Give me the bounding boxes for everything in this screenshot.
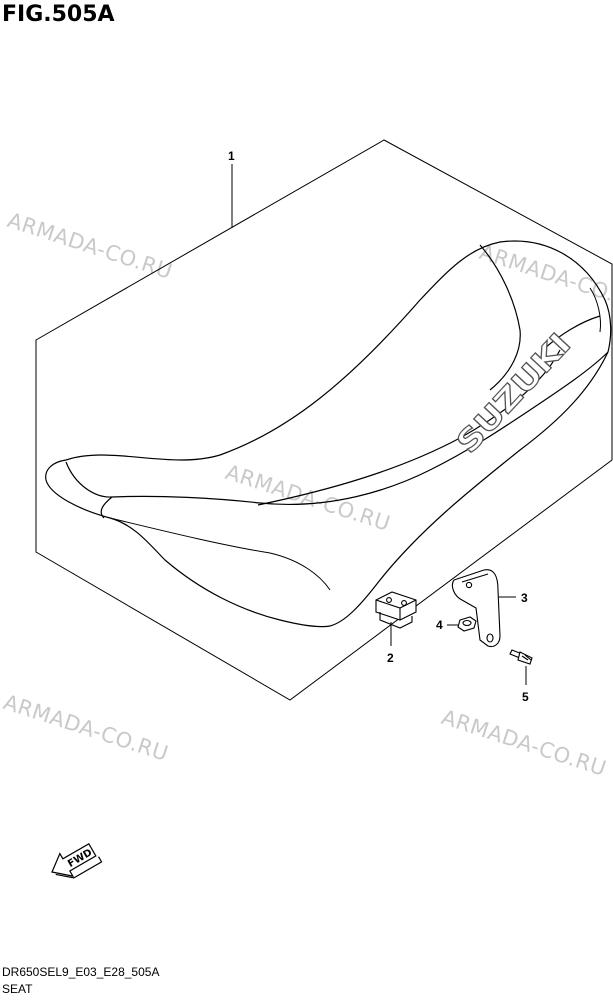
bolt-part — [509, 649, 533, 665]
callout-5: 5 — [522, 690, 529, 704]
seat-block-part — [375, 591, 417, 629]
callout-leader-lines — [231, 164, 527, 685]
figure-title: FIG.505A — [2, 2, 115, 27]
callout-3: 3 — [521, 591, 528, 605]
seat-brand-logo: SUZUKI — [450, 327, 578, 461]
figure-code: DR650SEL9_E03_E28_505A — [2, 965, 160, 979]
callout-2: 2 — [387, 651, 394, 665]
seat-bracket-part — [451, 569, 501, 648]
assembly-boundary-box — [35, 139, 613, 701]
forward-direction-arrow: FWD — [51, 842, 103, 879]
callout-4: 4 — [436, 618, 443, 632]
callout-1: 1 — [228, 149, 235, 163]
seat — [45, 240, 612, 628]
nut-part — [457, 616, 477, 632]
section-name: SEAT — [2, 982, 33, 996]
